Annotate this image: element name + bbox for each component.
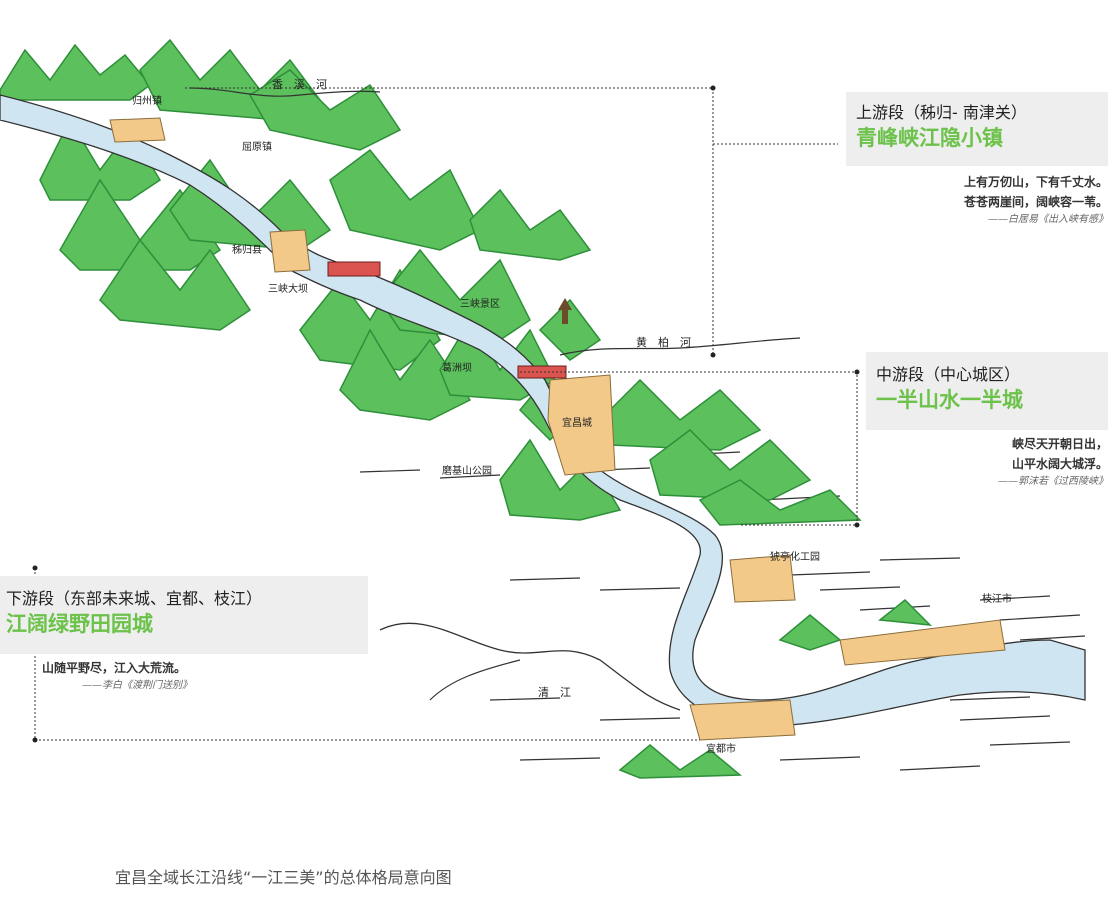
label-mojishan: 磨基山公园 [442,464,492,477]
plain-sketch-lines [359,451,1086,771]
label-yidu: 宜都市 [706,742,736,755]
dam-bridges [327,261,567,379]
upper-poem-line-2: 苍苍两崖间，阔峡容一苇。 [963,195,1108,209]
middle-segment-theme: 一半山水一半城 [876,388,1023,412]
label-yichang-city: 宜昌城 [562,416,592,429]
label-guizhou: 归州镇 [132,94,162,107]
label-sanxia-dam: 三峡大坝 [268,282,308,295]
middle-poem-source: ——郭沫若《过西陵峡》 [998,476,1108,487]
lower-poem-line-1: 山随平野尽，江入大荒流。 [42,661,187,675]
lower-segment-theme: 江阔绿野田园城 [6,612,153,636]
middle-poem-line-2: 山平水阔大城浮。 [1011,457,1108,471]
label-quyuan: 屈原镇 [242,140,272,153]
upper-segment-theme: 青峰峡江隐小镇 [856,126,1003,150]
label-gezhouba: 葛洲坝 [442,361,472,374]
lower-segment-panel: 下游段（东部未来城、宜都、枝江） 江阔绿野田园城 [0,576,368,654]
upper-poem: 上有万仞山，下有千丈水。 苍苍两崖间，阔峡容一苇。 ——白居易《出入峡有感》 [964,172,1108,228]
middle-segment-panel: 中游段（中心城区） 一半山水一半城 [866,352,1108,430]
lower-segment-title: 下游段（东部未来城、宜都、枝江） [6,589,263,608]
label-qing-river: 清 江 [538,686,571,699]
upper-segment-title: 上游段（秭归- 南津关） [856,103,1027,122]
pagoda-icon [558,298,572,324]
mountain-range [0,38,933,779]
label-zhijiang: 枝江市 [982,592,1012,605]
yangtze-river [0,87,1086,727]
label-huangbai-river: 黄 柏 河 [636,335,691,349]
figure-caption: 宜昌全域长江沿线“一江三美”的总体格局意向图 [115,868,452,887]
upper-poem-line-1: 上有万仞山，下有千丈水。 [963,175,1108,189]
middle-poem-line-1: 峡尽天开朝日出， [1011,437,1108,451]
upper-segment-panel: 上游段（秭归- 南津关） 青峰峡江隐小镇 [846,92,1108,166]
upper-poem-source: ——白居易《出入峡有感》 [988,214,1108,225]
middle-segment-title: 中游段（中心城区） [876,365,1021,384]
town-patches [109,117,1006,741]
label-sanxia-scenic: 三峡景区 [460,297,500,310]
lower-poem-source: ——李白《渡荆门送别》 [82,680,192,691]
label-xiaoting: 猇亭化工园 [770,550,820,563]
label-xiangxi-river: 香 溪 河 [272,78,327,91]
lower-poem: 山随平野尽，江入大荒流。 ——李白《渡荆门送别》 [42,658,192,694]
middle-poem: 峡尽天开朝日出， 山平水阔大城浮。 ——郭沫若《过西陵峡》 [998,434,1108,490]
label-zigui: 秭归县 [232,243,262,256]
